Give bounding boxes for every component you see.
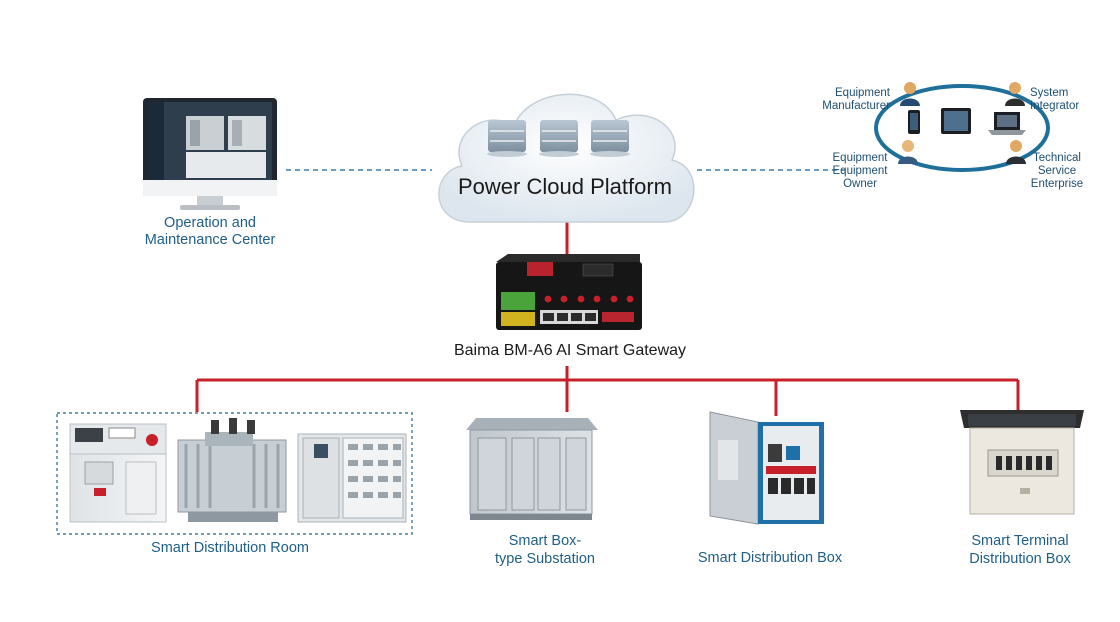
operation-center-label: Operation and Maintenance Center — [144, 215, 276, 248]
site-label-box-substation: Smart Box- type Substation — [495, 533, 595, 567]
gateway-device-icon — [496, 254, 642, 330]
low-voltage-cabinet-icon — [297, 433, 407, 523]
system-integrator-label: System Integrator — [1030, 87, 1080, 112]
site-label-terminal-distribution-box: Smart Terminal Distribution Box — [969, 533, 1071, 567]
equipment-owner-label: Equipment Equipment Owner — [832, 152, 888, 190]
cloud-title: Power Cloud Platform — [458, 174, 672, 199]
server-icon — [487, 120, 527, 157]
stakeholder-ring — [874, 82, 1050, 172]
equipment-manufacturer-label: Equipment Manufacturer — [822, 87, 890, 112]
distribution-room-frame — [56, 412, 413, 535]
operation-center-monitor-icon — [143, 98, 277, 210]
box-substation-icon — [466, 418, 598, 520]
site-label-distribution-box: Smart Distribution Box — [697, 550, 843, 566]
server-icon — [539, 120, 579, 157]
gateway-label: Baima BM-A6 AI Smart Gateway — [453, 342, 687, 359]
technical-service-label: Technical Service Enterprise — [1030, 152, 1084, 190]
person-icon — [900, 82, 920, 106]
power-cloud-icon — [438, 93, 695, 223]
switchgear-cabinet-icon — [69, 423, 167, 523]
transformer-icon — [177, 418, 287, 522]
person-icon — [898, 140, 918, 164]
server-icon — [590, 120, 630, 157]
distribution-box-icon — [709, 411, 824, 525]
red-bus-lines — [195, 222, 1020, 416]
site-label-distribution-room: Smart Distribution Room — [151, 540, 309, 556]
laptop-icon — [988, 112, 1026, 135]
terminal-distribution-box-icon — [960, 410, 1084, 515]
person-icon — [1005, 82, 1025, 106]
person-icon — [1006, 140, 1026, 164]
